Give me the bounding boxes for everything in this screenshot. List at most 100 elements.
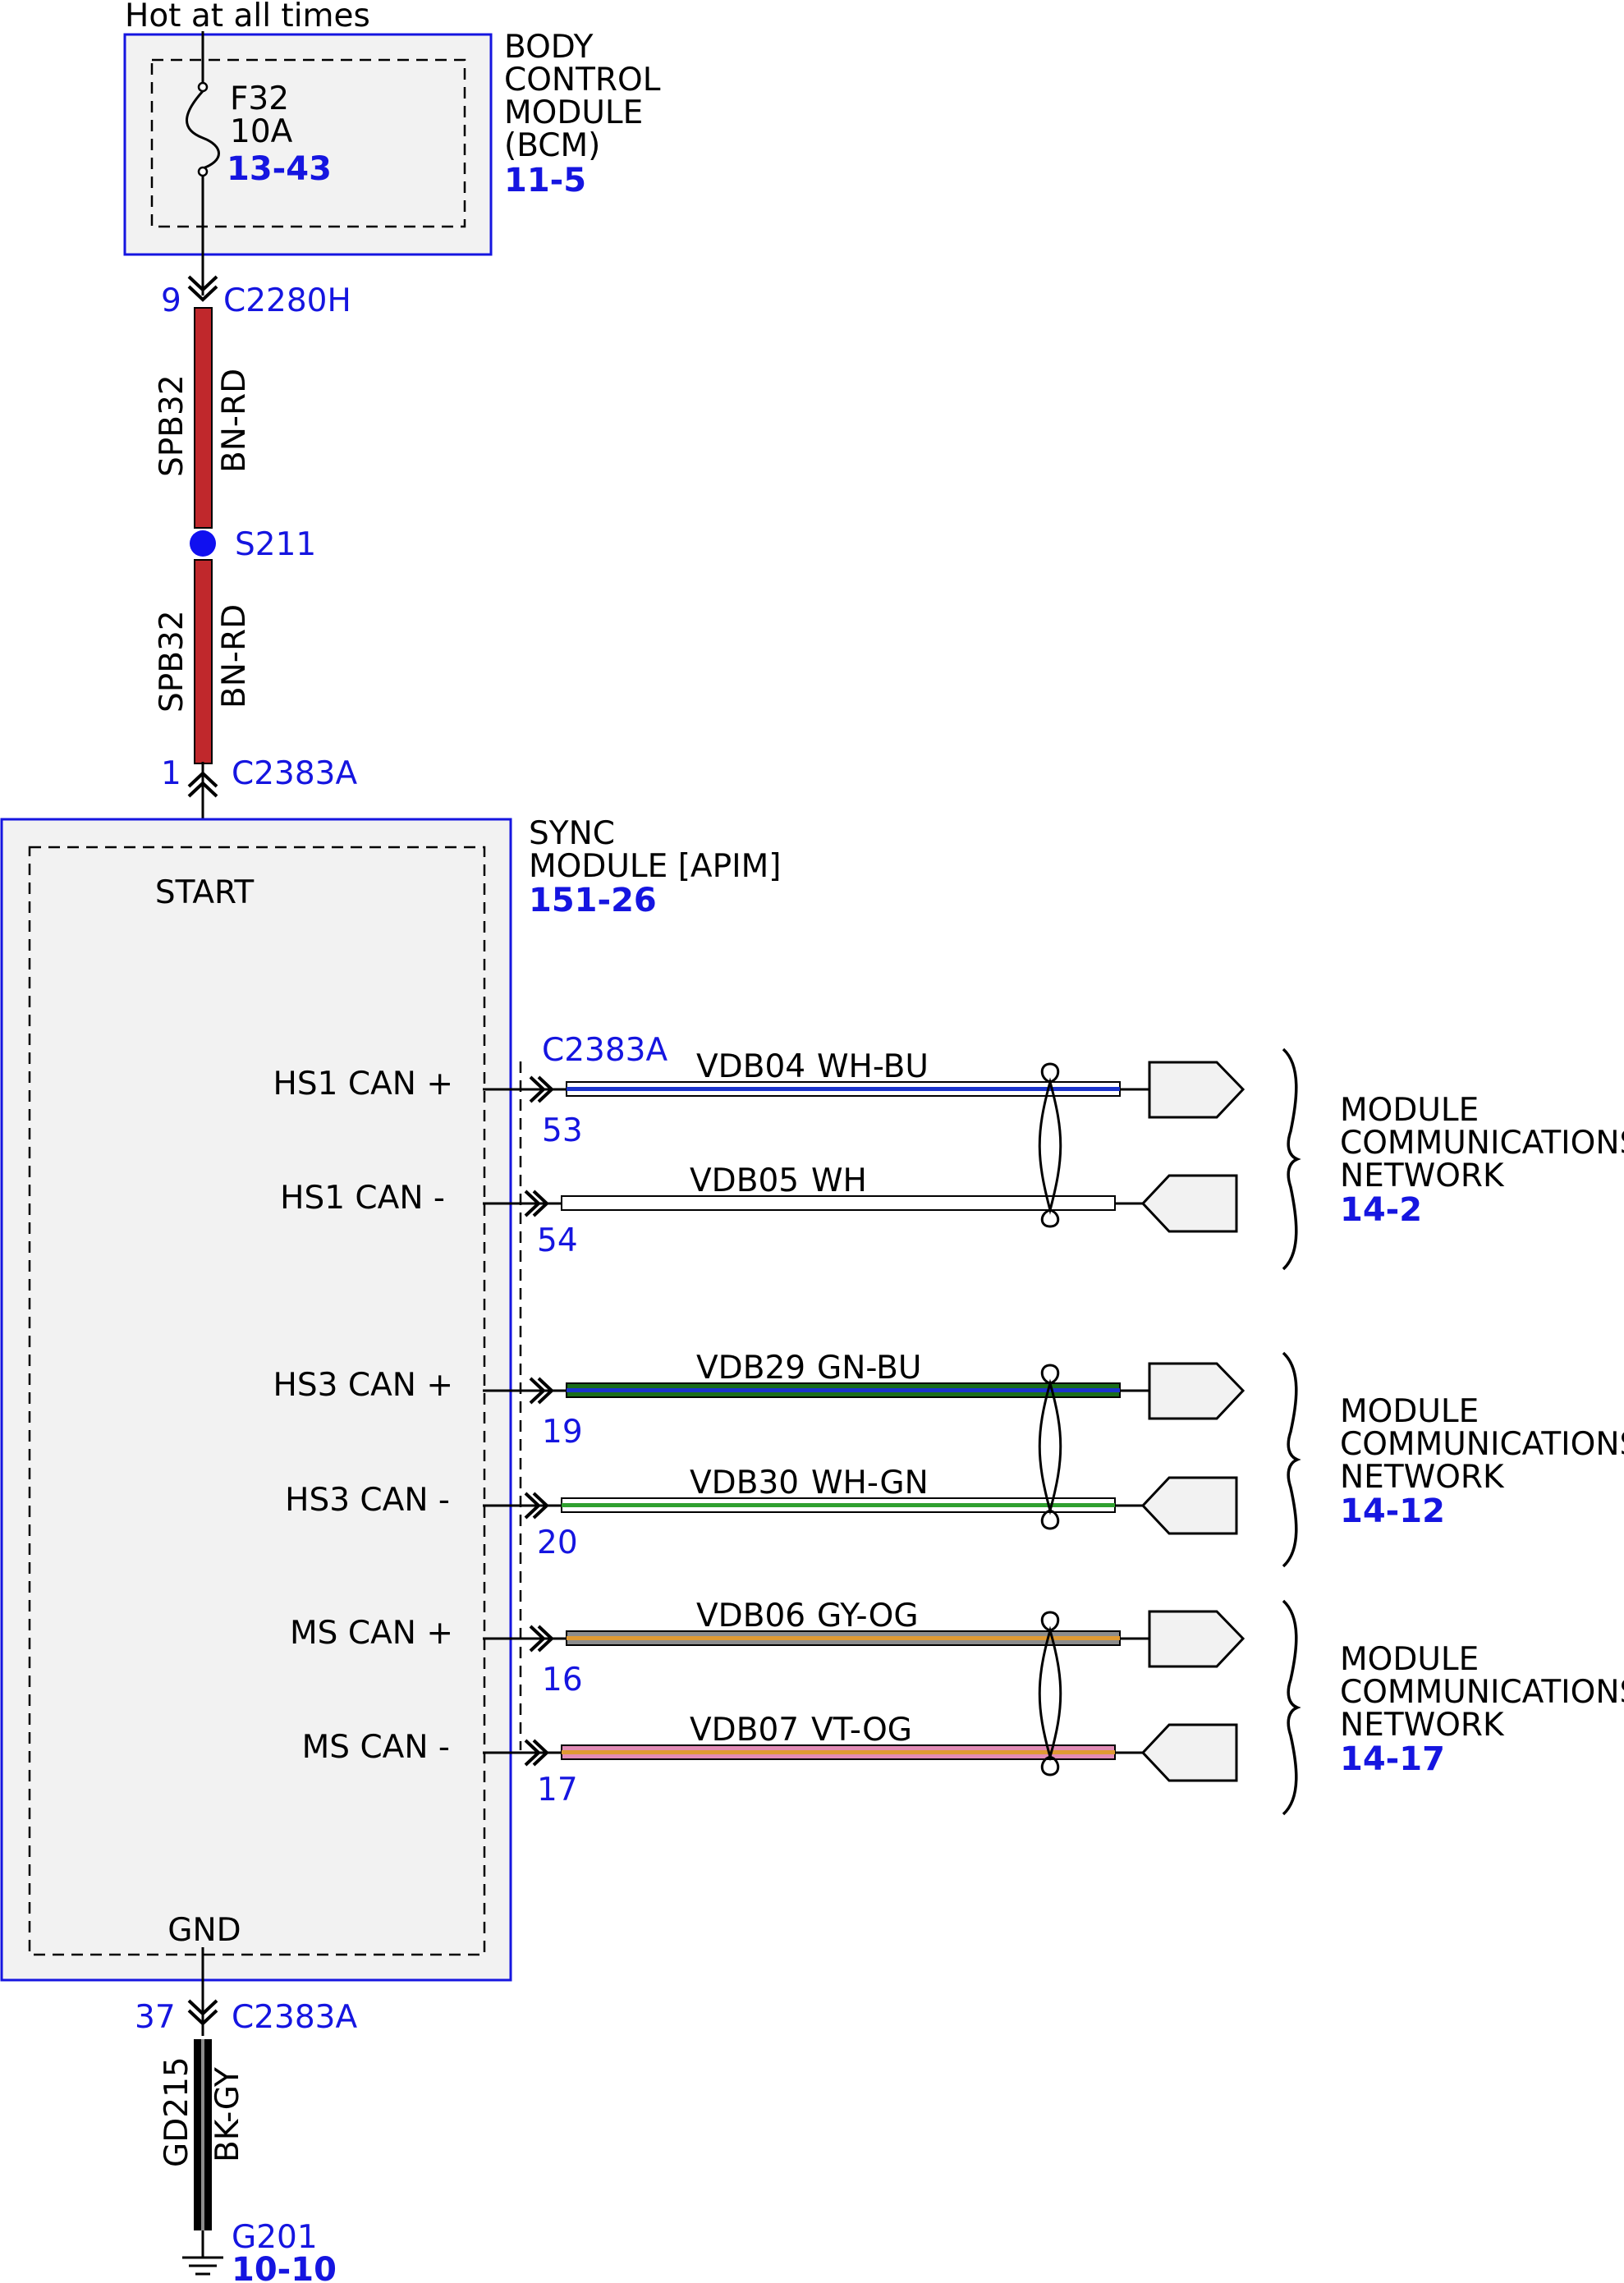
fuse-id: F32 xyxy=(230,80,289,117)
can-pin: 54 xyxy=(537,1222,578,1259)
brace-icon xyxy=(1282,1351,1301,1568)
can-label: MS CAN - xyxy=(302,1729,450,1766)
ground-wire-circuit: GD215 xyxy=(158,2056,195,2167)
network-ref-link[interactable]: 14-12 xyxy=(1340,1492,1445,1530)
apim-gnd-label: GND xyxy=(167,1912,241,1949)
splice-id: S211 xyxy=(235,526,316,563)
arrow-in-icon xyxy=(1140,1174,1238,1233)
connector-c2280h-icon xyxy=(187,275,218,302)
network-ref-link[interactable]: 14-2 xyxy=(1340,1191,1422,1229)
svg-text:MODULE: MODULE xyxy=(1340,1393,1479,1430)
arrow-out-icon xyxy=(1148,1610,1246,1668)
connector-gnd-pin: 37 xyxy=(135,1999,176,2036)
can-circuit: VDB29 xyxy=(696,1350,805,1387)
can-line-ms-plus: MS CAN + 16 VDB06 GY-OG xyxy=(290,1598,1149,1698)
can-line-hs1-minus: HS1 CAN - 54 VDB05 WH xyxy=(280,1162,1143,1259)
can-label: HS3 CAN - xyxy=(285,1482,450,1519)
can-circuit: VDB05 xyxy=(690,1162,799,1199)
can-color: GY-OG xyxy=(817,1598,919,1634)
splice-icon xyxy=(190,530,216,557)
can-color: GN-BU xyxy=(817,1350,921,1387)
can-color: WH-BU xyxy=(817,1048,929,1085)
svg-text:NETWORK: NETWORK xyxy=(1340,1459,1505,1496)
can-label: HS3 CAN + xyxy=(273,1367,453,1404)
apim-name: SYNC MODULE [APIM] xyxy=(529,815,781,885)
can-circuit: VDB30 xyxy=(690,1465,799,1501)
fuse-rating: 10A xyxy=(230,113,293,150)
fuse-ref-link[interactable]: 13-43 xyxy=(227,150,332,188)
can-color: VT-OG xyxy=(811,1712,912,1749)
connector-gnd-id: C2383A xyxy=(232,1999,357,2036)
network-block-hs3: MODULE COMMUNICATIONS NETWORK xyxy=(1340,1393,1624,1496)
can-label: MS CAN + xyxy=(290,1615,453,1652)
apim-start-label: START xyxy=(155,874,254,911)
arrow-in-icon xyxy=(1140,1476,1238,1535)
ground-id: G201 xyxy=(232,2219,318,2256)
can-color: WH-GN xyxy=(811,1465,929,1501)
wire-upper-color: BN-RD xyxy=(216,369,253,473)
connector-c2383a-top-icon xyxy=(187,771,218,798)
can-label: HS1 CAN + xyxy=(273,1066,453,1103)
svg-text:MODULE: MODULE xyxy=(504,94,643,131)
connector-top-pin: 9 xyxy=(161,282,181,319)
can-pin: 20 xyxy=(537,1524,578,1561)
ground-wire-color: BK-GY xyxy=(209,2067,246,2162)
network-block-ms: MODULE COMMUNICATIONS NETWORK xyxy=(1340,1641,1624,1744)
connector-c2383a-gnd-icon xyxy=(187,1999,218,2026)
can-pin: 53 xyxy=(542,1112,583,1149)
connector-apim-in-pin: 1 xyxy=(161,755,181,792)
can-pin: 16 xyxy=(542,1662,583,1698)
power-label: Hot at all times xyxy=(125,0,370,34)
can-circuit: VDB04 xyxy=(696,1048,805,1085)
svg-text:MODULE: MODULE xyxy=(1340,1092,1479,1129)
svg-text:MODULE: MODULE xyxy=(1340,1641,1479,1678)
bcm-module-box xyxy=(123,33,493,256)
twisted-pair-icon xyxy=(1038,1364,1062,1530)
brace-icon xyxy=(1282,1048,1301,1271)
connector-apim-in-id: C2383A xyxy=(232,755,357,792)
wire-upper-circuit: SPB32 xyxy=(154,374,190,477)
brace-icon xyxy=(1282,1599,1301,1816)
can-line-hs3-minus: HS3 CAN - 20 VDB30 WH-GN xyxy=(285,1465,1143,1561)
svg-text:NETWORK: NETWORK xyxy=(1340,1158,1505,1194)
can-connector-id: C2383A xyxy=(542,1032,667,1069)
svg-text:BODY: BODY xyxy=(504,29,594,66)
wire-spb32-lower xyxy=(194,559,213,764)
network-ref-link[interactable]: 14-17 xyxy=(1340,1740,1445,1778)
apim-module-box xyxy=(0,818,512,1982)
svg-text:NETWORK: NETWORK xyxy=(1340,1707,1505,1744)
wire-lower-circuit: SPB32 xyxy=(154,610,190,713)
svg-text:SYNC: SYNC xyxy=(529,815,615,852)
bcm-ref-link[interactable]: 11-5 xyxy=(504,162,586,199)
can-pin: 19 xyxy=(542,1414,583,1451)
wire-gd215-stripe xyxy=(201,2039,204,2230)
can-line-hs1-plus: HS1 CAN + 53 VDB04 WH-BU xyxy=(273,1048,1149,1149)
network-block-hs1: MODULE COMMUNICATIONS NETWORK xyxy=(1340,1092,1624,1194)
svg-text:(BCM): (BCM) xyxy=(504,127,600,164)
ground-ref-link[interactable]: 10-10 xyxy=(232,2251,337,2283)
svg-text:COMMUNICATIONS: COMMUNICATIONS xyxy=(1340,1426,1624,1463)
can-circuit: VDB06 xyxy=(696,1598,805,1634)
svg-text:COMMUNICATIONS: COMMUNICATIONS xyxy=(1340,1674,1624,1711)
bcm-name: BODY CONTROL MODULE (BCM) xyxy=(504,29,661,164)
twisted-pair-icon xyxy=(1038,1611,1062,1776)
ground-icon xyxy=(182,2230,223,2276)
arrow-in-icon xyxy=(1140,1723,1238,1782)
svg-text:CONTROL: CONTROL xyxy=(504,62,661,99)
svg-text:COMMUNICATIONS: COMMUNICATIONS xyxy=(1340,1125,1624,1162)
svg-text:MODULE [APIM]: MODULE [APIM] xyxy=(529,848,781,885)
can-line-ms-minus: MS CAN - 17 VDB07 VT-OG xyxy=(302,1712,1143,1809)
twisted-pair-icon xyxy=(1038,1062,1062,1228)
apim-ref-link[interactable]: 151-26 xyxy=(529,882,657,919)
connector-top-id: C2280H xyxy=(223,282,351,319)
can-circuit: VDB07 xyxy=(690,1712,799,1749)
can-line-hs3-plus: HS3 CAN + 19 VDB29 GN-BU xyxy=(273,1350,1149,1451)
wire-spb32-upper xyxy=(194,307,213,529)
bcm-internal-outline xyxy=(150,58,466,228)
wire-lower-color: BN-RD xyxy=(216,604,253,708)
can-pin: 17 xyxy=(537,1772,578,1809)
arrow-out-icon xyxy=(1148,1362,1246,1420)
can-label: HS1 CAN - xyxy=(280,1180,445,1217)
apim-internal-outline xyxy=(28,846,486,1956)
